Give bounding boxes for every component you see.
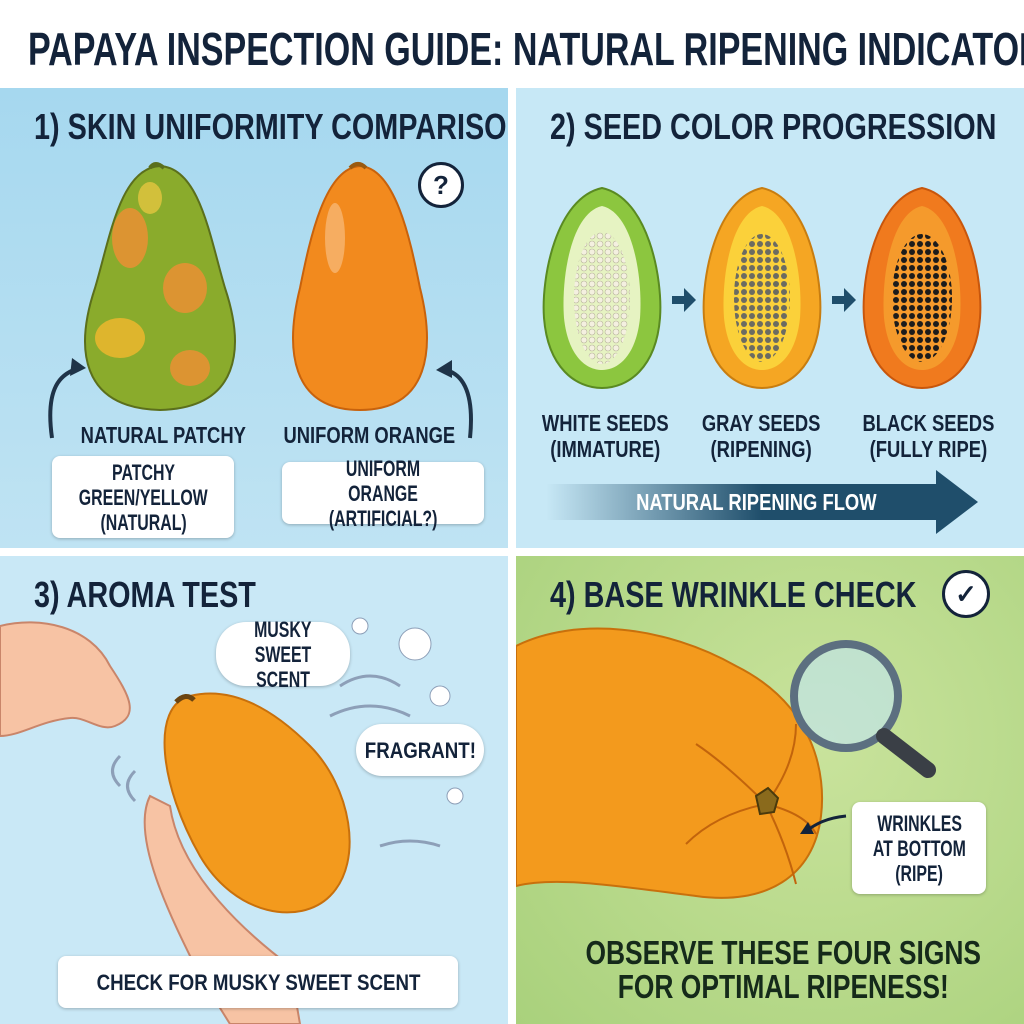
panel-heading: 3) AROMA TEST <box>34 574 256 615</box>
footer-line: OBSERVE THESE FOUR SIGNS <box>585 934 982 971</box>
flow-label: NATURAL RIPENING FLOW <box>635 489 877 515</box>
patchy-papaya-illustration <box>48 162 473 439</box>
panel-skin-uniformity: 1) SKIN UNIFORMITY COMPARISON ? NATURAL … <box>0 88 508 548</box>
stage-title: GRAY SEEDS <box>701 410 821 436</box>
bubble-line: SWEET SCENT <box>254 641 312 692</box>
box-line: UNIFORM ORANGE <box>345 455 421 506</box>
bubble-line: MUSKY <box>254 616 312 642</box>
question-bubble-icon: ? <box>418 162 464 208</box>
aroma-caption-box: CHECK FOR MUSKY SWEET SCENT <box>58 956 458 1008</box>
stage-gray-label: GRAY SEEDS(RIPENING) <box>702 410 821 462</box>
page-title: PAPAYA INSPECTION GUIDE: NATURAL RIPENIN… <box>28 23 1024 75</box>
caption-text: CHECK FOR MUSKY SWEET SCENT <box>96 969 420 995</box>
stage-title: WHITE SEEDS <box>541 410 669 436</box>
label-uniform-orange: UNIFORM ORANGE <box>283 422 456 448</box>
uniform-info-box: UNIFORM ORANGE(ARTIFICIAL?) <box>282 456 484 531</box>
panel-heading: 1) SKIN UNIFORMITY COMPARISON <box>34 106 508 147</box>
stage-black-label: BLACK SEEDS(FULLY RIPE) <box>862 410 994 462</box>
box-line: PATCHY <box>111 459 175 485</box>
papaya-base-illustration <box>516 627 936 899</box>
stage-white-label: WHITE SEEDS(IMMATURE) <box>542 410 669 462</box>
label-natural-patchy: NATURAL PATCHY <box>80 422 246 448</box>
stage-subtitle: (RIPENING) <box>710 436 812 462</box>
speech-bubble-fragrant: FRAGRANT! <box>356 724 484 776</box>
box-line: GREEN/YELLOW <box>78 484 208 510</box>
checkmark-circle-icon: ✓ <box>942 570 990 618</box>
callout-line: AT BOTTOM <box>872 835 966 861</box>
box-line: (NATURAL) <box>99 509 187 535</box>
bubble-text: FRAGRANT! <box>364 737 476 763</box>
panel-seed-color: 2) SEED COLOR PROGRESSION WHITE SEEDS(IM… <box>516 88 1024 548</box>
callout-line: WRINKLES <box>876 810 962 836</box>
seed-progression-illustration <box>542 186 982 534</box>
callout-line: (RIPE) <box>895 860 943 886</box>
box-line: (ARTIFICIAL?) <box>328 505 438 531</box>
panel-heading: 2) SEED COLOR PROGRESSION <box>550 106 997 147</box>
stage-subtitle: (IMMATURE) <box>550 436 661 462</box>
stage-title: BLACK SEEDS <box>862 410 995 436</box>
footer-line: FOR OPTIMAL RIPENESS! <box>617 968 949 1005</box>
panel-heading: 4) BASE WRINKLE CHECK <box>550 574 917 615</box>
stage-subtitle: (FULLY RIPE) <box>869 436 988 462</box>
